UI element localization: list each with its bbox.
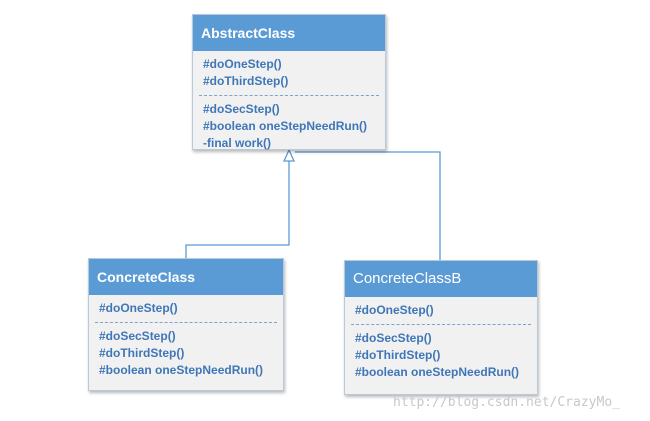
abstract-class-box[interactable]: AbstractClass #doOneStep() #doThirdStep(…: [192, 14, 386, 150]
method-do-sec-step: #doSecStep(): [355, 331, 432, 345]
method-do-one-step: #doOneStep(): [99, 301, 178, 315]
class-name: ConcreteClass: [89, 259, 283, 295]
concrete-class-b-box[interactable]: ConcreteClassB #doOneStep() #doSecStep()…: [344, 260, 538, 395]
members-section-2: #doSecStep() #doThirdStep() #boolean one…: [345, 327, 537, 384]
class-name: ConcreteClassB: [345, 261, 537, 297]
method-final-work: -final work(): [203, 136, 271, 150]
watermark: http://blog.csdn.net/CrazyMo_: [393, 395, 620, 410]
method-do-third-step: #doThirdStep(): [99, 346, 185, 360]
class-name: AbstractClass: [193, 15, 385, 51]
method-one-step-need-run: #boolean oneStepNeedRun(): [203, 119, 368, 133]
method-do-one-step: #doOneStep(): [203, 57, 282, 71]
method-do-third-step: #doThirdStep(): [355, 348, 441, 362]
method-one-step-need-run: #boolean oneStepNeedRun(): [99, 363, 264, 377]
method-one-step-need-run: #boolean oneStepNeedRun(): [355, 365, 520, 379]
section-divider: [95, 322, 277, 323]
members-section-1: #doOneStep() #doThirdStep(): [193, 51, 385, 93]
inheritance-line-concrete-class: [185, 161, 290, 258]
members-section-1: #doOneStep(): [89, 295, 283, 320]
inheritance-arrowhead: [282, 148, 296, 162]
inheritance-line-concrete-class-b: [295, 151, 441, 260]
members-section-2: #doSecStep() #boolean oneStepNeedRun() -…: [193, 98, 385, 155]
members-section-2: #doSecStep() #doThirdStep() #boolean one…: [89, 325, 283, 382]
method-do-one-step: #doOneStep(): [355, 303, 434, 317]
concrete-class-box[interactable]: ConcreteClass #doOneStep() #doSecStep() …: [88, 258, 284, 391]
section-divider: [351, 324, 531, 325]
section-divider: [199, 95, 379, 96]
members-section-1: #doOneStep(): [345, 297, 537, 322]
method-do-sec-step: #doSecStep(): [99, 329, 176, 343]
method-do-sec-step: #doSecStep(): [203, 102, 280, 116]
method-do-third-step: #doThirdStep(): [203, 74, 289, 88]
